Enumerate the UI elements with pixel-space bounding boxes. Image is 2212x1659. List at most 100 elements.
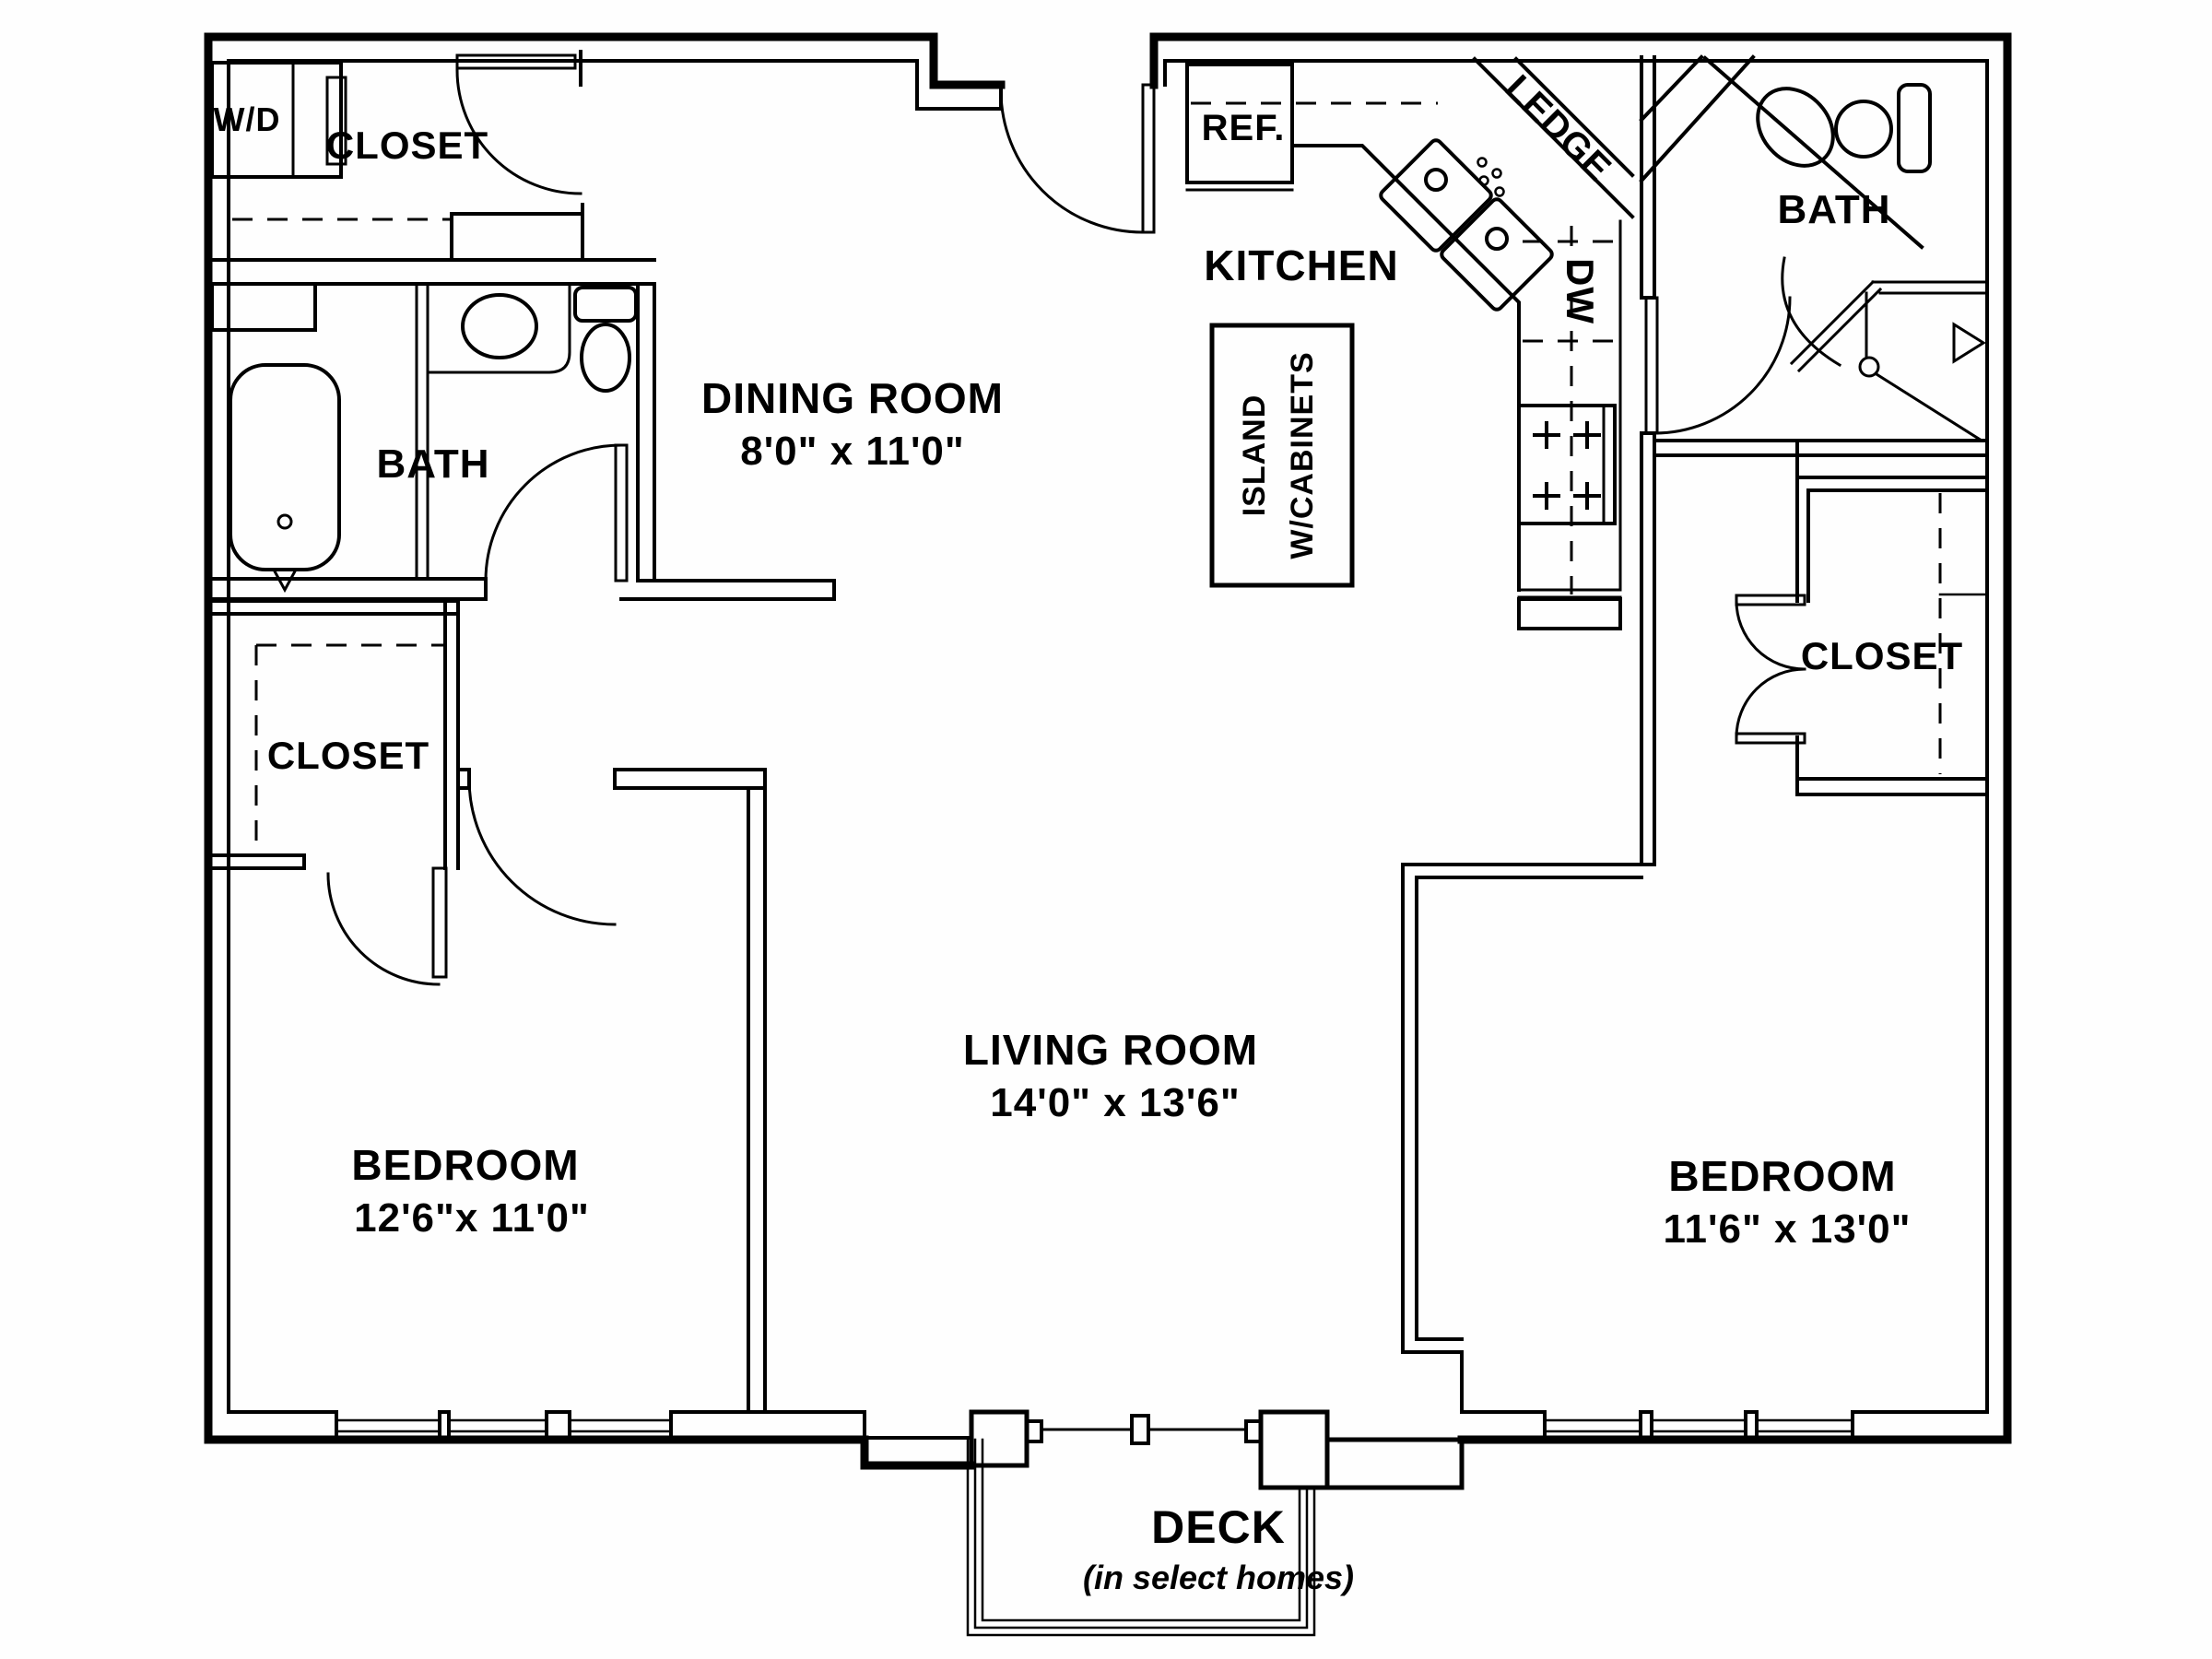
stove: [1519, 406, 1615, 524]
bath-shelf: [212, 284, 315, 330]
window: [449, 1412, 547, 1440]
tub-drain: [278, 515, 291, 528]
bath-door-arc: [486, 445, 621, 581]
living-bedroom-wall: [1403, 865, 1654, 877]
exterior-walls: [208, 37, 2007, 1465]
labels: W/D CLOSET REF. LEDGE DW KITCHEN ISLAND …: [214, 67, 1963, 1596]
bedroom-door-arc: [469, 779, 615, 924]
bath-right: [1641, 57, 1987, 455]
sink: [1742, 74, 1848, 182]
cabinet-end: [1519, 599, 1620, 629]
ledge-label: LEDGE: [1498, 67, 1619, 189]
bedroom-left-dims: 12'6"x 11'0": [354, 1195, 590, 1241]
angled-entry-wall: [1641, 57, 1753, 181]
toilet-bowl: [1836, 101, 1891, 157]
bedroom-left-label: BEDROOM: [351, 1141, 579, 1189]
deck-rail: [968, 1440, 1314, 1635]
closet-top-wall: [208, 601, 458, 614]
bath-bottom-wall: [208, 579, 486, 599]
sink-basin: [1440, 197, 1554, 312]
closet-right-wall: [445, 601, 458, 868]
bedroom-door-leaf: [1646, 298, 1657, 433]
ledge-band: [1475, 59, 1632, 217]
bath-door-leaf: [616, 445, 627, 581]
bedroom-living-wall: [748, 770, 765, 1412]
closet-door-arc: [457, 70, 581, 194]
toilet-bowl: [582, 324, 629, 391]
closet-cabinet: [452, 214, 582, 260]
entry-closet: [208, 52, 654, 284]
vanity-counter: [1705, 58, 1922, 247]
kitchen-label: KITCHEN: [1204, 241, 1398, 289]
closet-left-label: CLOSET: [267, 734, 429, 777]
bath-bottom-wall: [1654, 441, 1987, 455]
corner-shower: [1783, 258, 1987, 441]
wall-step: [1327, 1440, 1462, 1488]
stove-burners: [1535, 423, 1599, 508]
closet-right: [1736, 441, 1987, 794]
window: [570, 1412, 671, 1440]
kitchen: [1187, 59, 1632, 629]
sink: [463, 295, 536, 358]
closet-door-arcs: [1736, 601, 1805, 737]
closet-door-leaf: [1736, 734, 1805, 743]
dishwasher-dashed: [1523, 241, 1618, 341]
closet-door-arc: [328, 874, 439, 984]
window: [1652, 1412, 1746, 1440]
living-room-label: LIVING ROOM: [963, 1026, 1258, 1074]
counter-edge: [1292, 146, 1519, 590]
window: [336, 1412, 440, 1440]
deck-rail: [975, 1440, 1307, 1628]
bedroom-right-label: BEDROOM: [1668, 1152, 1896, 1200]
tub-wall: [417, 284, 428, 579]
bedroom-door-arc: [1654, 298, 1790, 433]
door-mullion: [1132, 1416, 1148, 1443]
closet-bottom-wall: [208, 260, 654, 284]
shower-drain: [1860, 358, 1878, 376]
refrigerator: [1187, 65, 1292, 182]
entry-door-leaf: [1143, 85, 1154, 232]
shower-door-arc: [1783, 258, 1840, 365]
entry-door-arc: [1001, 90, 1143, 232]
closet-door-leaf: [1736, 595, 1805, 605]
deck-post: [971, 1412, 1027, 1465]
closet-left: [208, 601, 458, 984]
dishwasher-label: DW: [1559, 258, 1602, 324]
vanity: [429, 284, 570, 372]
closet-slider-leaf: [457, 55, 575, 68]
bedroom-living-wall: [1403, 865, 1462, 1412]
bedroom-door-leaf: [615, 770, 765, 788]
entry-door: [1001, 85, 1154, 232]
windows: [336, 1412, 1853, 1440]
washer-dryer: [212, 63, 341, 177]
living-room-dims: 14'0" x 13'6": [990, 1080, 1240, 1125]
washer-dryer-label: W/D: [214, 100, 281, 138]
bedroom-left-entry: [458, 770, 765, 1412]
deck-post: [1261, 1412, 1327, 1488]
closet-right-label: CLOSET: [1801, 634, 1963, 677]
window: [1757, 1412, 1853, 1440]
toilet-tank: [575, 288, 636, 321]
bath-right-label: BATH: [1778, 187, 1891, 232]
sink-basin: [1379, 138, 1493, 253]
closet-bottom-wall: [208, 855, 304, 868]
bathtub: [230, 365, 339, 570]
bedroom-right-dims: 11'6" x 13'0": [1664, 1206, 1912, 1252]
refrigerator-label: REF.: [1202, 108, 1286, 148]
deck-rail: [982, 1440, 1300, 1620]
kitchen-island: [1212, 325, 1352, 585]
entry-closet-label: CLOSET: [326, 124, 488, 167]
deck-note: (in select homes): [1083, 1559, 1354, 1596]
deck: [968, 1412, 1462, 1635]
washer-dryer-door: [327, 77, 346, 164]
island-label-1: ISLAND: [1237, 394, 1272, 517]
toilet-tank: [1899, 85, 1930, 171]
closet-shelf-dashed: [256, 645, 445, 855]
dining-room-dims: 8'0" x 11'0": [740, 429, 965, 474]
bath-left-label: BATH: [377, 441, 490, 487]
island-label-2: W/CABINETS: [1285, 351, 1320, 559]
dining-bath-wall: [638, 284, 654, 581]
hall-top-wall: [621, 581, 834, 599]
faucet-dots: [1478, 159, 1504, 196]
